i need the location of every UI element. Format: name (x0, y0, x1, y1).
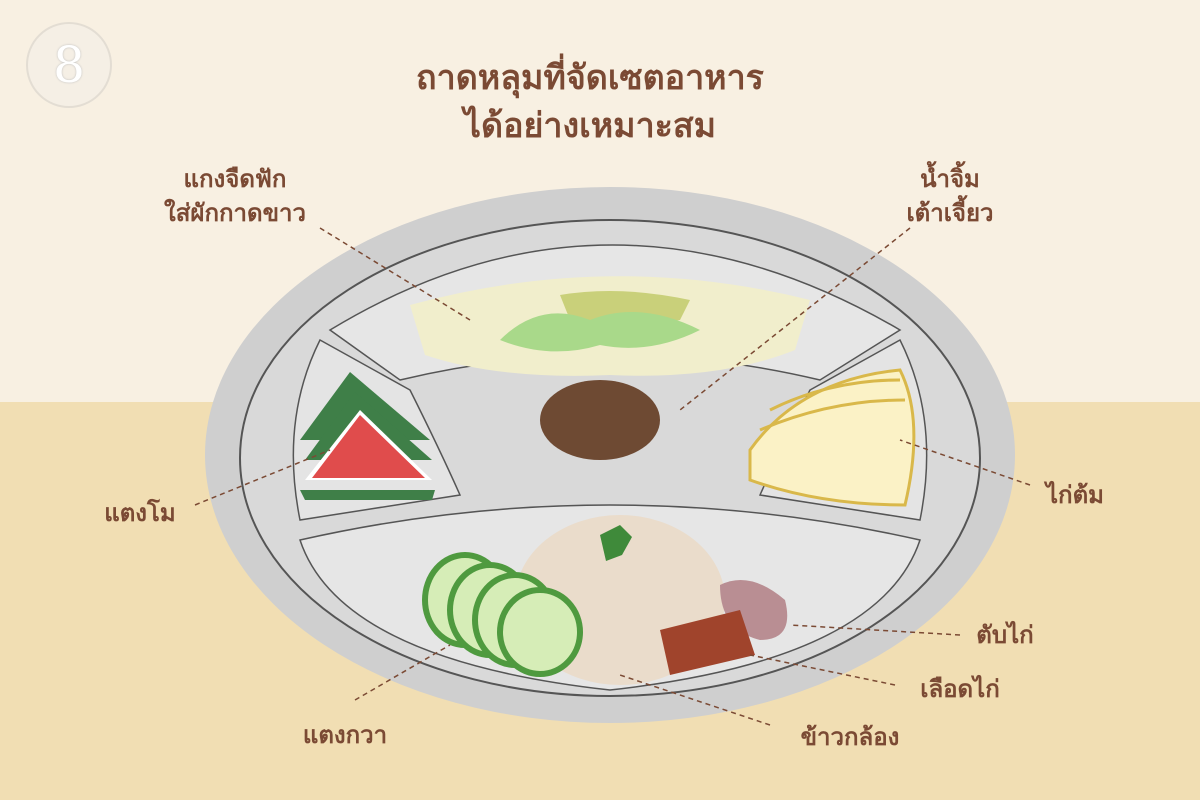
label-chicken-blood: เลือดไก่ (920, 675, 1000, 703)
label-sauce-line2: เต้าเจี้ยว (906, 199, 994, 227)
label-watermelon: แตงโม (104, 499, 176, 527)
cucumber-slices (422, 552, 583, 677)
dipping-sauce (540, 380, 660, 460)
title-line-1: ถาดหลุมที่จัดเซตอาหาร (416, 58, 764, 98)
label-brown-rice: ข้าวกล้อง (800, 723, 900, 751)
brand-logo: 8 (26, 22, 112, 108)
watermelon (300, 372, 435, 500)
logo-glyph: 8 (53, 36, 85, 94)
label-sauce-line1: น้ำจิ้ม (920, 165, 980, 193)
chicken-blood (660, 610, 755, 675)
label-chicken-liver: ตับไก่ (976, 621, 1034, 649)
label-soup-line1: แกงจืดฟัก (183, 165, 287, 193)
boiled-chicken (748, 368, 916, 507)
label-soup-line2: ใส่ผักกาดขาว (164, 199, 306, 227)
label-sauce: น้ำจิ้ม เต้าเจี้ยว (880, 162, 1020, 230)
label-soup: แกงจืดฟัก ใส่ผักกาดขาว (150, 162, 320, 230)
label-cucumber: แตงกวา (302, 721, 388, 749)
parsley (600, 525, 632, 561)
leader-lines (194, 227, 1031, 726)
title-line-2: ได้อย่างเหมาะสม (463, 106, 717, 146)
label-boiled-chicken: ไก่ต้ม (1045, 481, 1104, 509)
cabbage (500, 312, 700, 352)
